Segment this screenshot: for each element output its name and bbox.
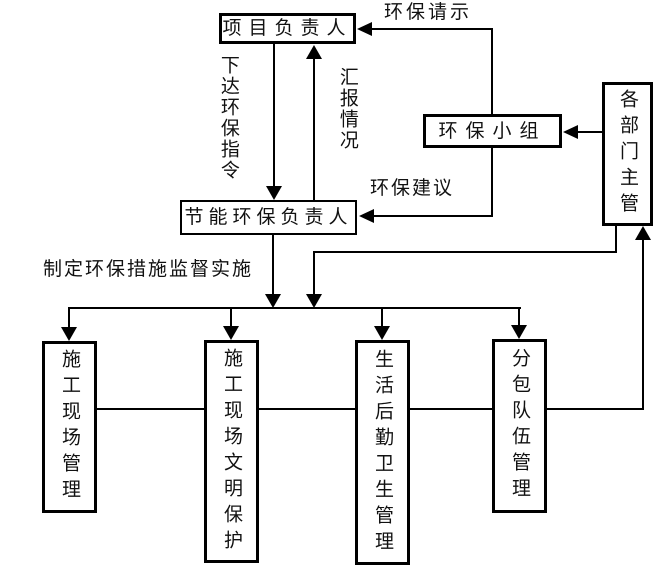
tie-line <box>410 408 492 410</box>
arrow-left-icon <box>563 125 578 139</box>
connector-line <box>642 239 644 410</box>
connector-line <box>273 44 275 187</box>
node-site-civilized-protection: 施工现场文明保护 <box>204 340 259 563</box>
arrow-down-icon <box>265 294 281 308</box>
arrow-down-icon <box>61 327 77 341</box>
connector-line <box>68 307 70 328</box>
arrow-down-icon <box>374 326 390 340</box>
node-dept-heads: 各部门主管 <box>602 82 653 226</box>
arrow-left-icon <box>357 22 372 36</box>
connector-line <box>374 215 493 217</box>
node-label: 分包队伍管理 <box>509 348 530 504</box>
node-subcontract-team: 分包队伍管理 <box>492 339 547 513</box>
arrow-down-icon <box>306 294 322 308</box>
connector-line <box>272 235 274 295</box>
edge-label-implement-measures: 制定环保措施监督实施 <box>43 259 254 280</box>
distribution-line <box>68 307 521 309</box>
arrow-down-icon <box>511 325 527 339</box>
node-label: 施工现场文明保护 <box>221 347 242 556</box>
connector-line <box>313 251 315 295</box>
connector-line <box>313 251 617 253</box>
edge-label-env-suggestion: 环保建议 <box>370 178 455 199</box>
node-label: 生活后勤卫生管理 <box>372 348 393 557</box>
connector-line <box>615 226 617 253</box>
arrow-up-icon <box>635 226 651 240</box>
node-logistics-hygiene: 生活后勤卫生管理 <box>355 340 410 565</box>
node-label: 环保小组 <box>438 120 547 142</box>
connector-line <box>518 307 520 326</box>
edge-label-report-situation: 汇报情况 <box>336 67 358 151</box>
tie-line <box>259 408 355 410</box>
node-energy-env-manager: 节能环保负责人 <box>180 200 357 235</box>
connector-line <box>313 58 315 200</box>
node-label: 各部门主管 <box>617 89 638 219</box>
node-env-team: 环保小组 <box>423 114 562 148</box>
arrow-down-icon <box>223 326 239 340</box>
edge-label-issue-env-orders: 下达环保指令 <box>217 55 239 181</box>
node-label: 项目负责人 <box>222 18 353 39</box>
node-site-management: 施工现场管理 <box>42 341 97 513</box>
node-label: 施工现场管理 <box>59 349 80 505</box>
connector-line <box>578 131 603 133</box>
node-label: 节能环保负责人 <box>184 207 353 228</box>
arrow-up-icon <box>306 45 322 59</box>
node-project-manager: 项目负责人 <box>219 13 356 44</box>
connector-line <box>372 28 493 30</box>
tie-line <box>97 408 204 410</box>
connector-line <box>491 148 493 217</box>
connector-line <box>491 29 493 114</box>
arrow-down-icon <box>266 186 282 200</box>
tie-line <box>547 408 644 410</box>
connector-line <box>381 307 383 327</box>
edge-label-env-request: 环保请示 <box>384 2 473 23</box>
arrow-left-icon <box>359 209 374 223</box>
connector-line <box>230 307 232 327</box>
